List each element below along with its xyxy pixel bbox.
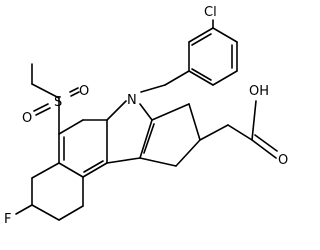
- bond: [175, 139, 201, 167]
- bond: [139, 103, 153, 121]
- bond: [254, 134, 278, 152]
- bond: [106, 157, 141, 164]
- nitrogen-atom-label: N: [127, 93, 137, 108]
- cyclopentane-ring: [139, 103, 201, 167]
- bond: [35, 107, 51, 116]
- molecule-structure-diagram: Cl N OH O: [4, 5, 288, 227]
- sulfonyl-oxygen-upper-label: O: [79, 84, 89, 99]
- sulfonyl-oxygen-lower-label: O: [22, 111, 32, 126]
- bond: [227, 124, 253, 141]
- bond: [139, 157, 177, 167]
- acid-hydroxyl-label: OH: [249, 84, 269, 99]
- bond: [106, 100, 127, 121]
- bond: [151, 103, 190, 121]
- bond-ring-to-benzyl-carbon: [164, 70, 190, 86]
- bond: [212, 27, 238, 43]
- indole-core: [58, 100, 155, 178]
- bond: [251, 139, 277, 159]
- bond-fluorine-ring-edge: [31, 204, 60, 221]
- bond: [83, 160, 104, 173]
- bond: [191, 68, 212, 81]
- chlorine-atom-label: Cl: [204, 5, 217, 20]
- bond-ring-to-fluorine: [31, 162, 60, 179]
- bond: [251, 100, 257, 141]
- acid-carbonyl-oxygen-label: O: [278, 153, 288, 168]
- bond: [143, 123, 155, 154]
- bond: [188, 70, 214, 86]
- bond-fluorine-ring-edge: [58, 205, 84, 221]
- bond: [82, 162, 108, 178]
- bond: [69, 87, 79, 93]
- bond: [188, 27, 214, 43]
- bond: [31, 83, 60, 99]
- methylsulfonyl-group: [31, 63, 80, 135]
- bond: [70, 91, 80, 97]
- bond-benzyl-carbon-to-nitrogen: [140, 84, 166, 93]
- bond: [199, 124, 229, 141]
- bond: [191, 33, 212, 46]
- chlorobenzyl-ring: [188, 27, 238, 86]
- fluorine-atom-label: F: [4, 212, 11, 227]
- acetic-acid-group: [199, 100, 278, 159]
- bond: [188, 103, 201, 141]
- bond: [212, 70, 238, 86]
- bond: [58, 162, 84, 178]
- bond: [139, 119, 153, 159]
- bond: [58, 119, 84, 135]
- sulfur-atom-label: S: [54, 95, 62, 110]
- bond-to-fluorine: [15, 204, 33, 215]
- bond: [33, 103, 49, 112]
